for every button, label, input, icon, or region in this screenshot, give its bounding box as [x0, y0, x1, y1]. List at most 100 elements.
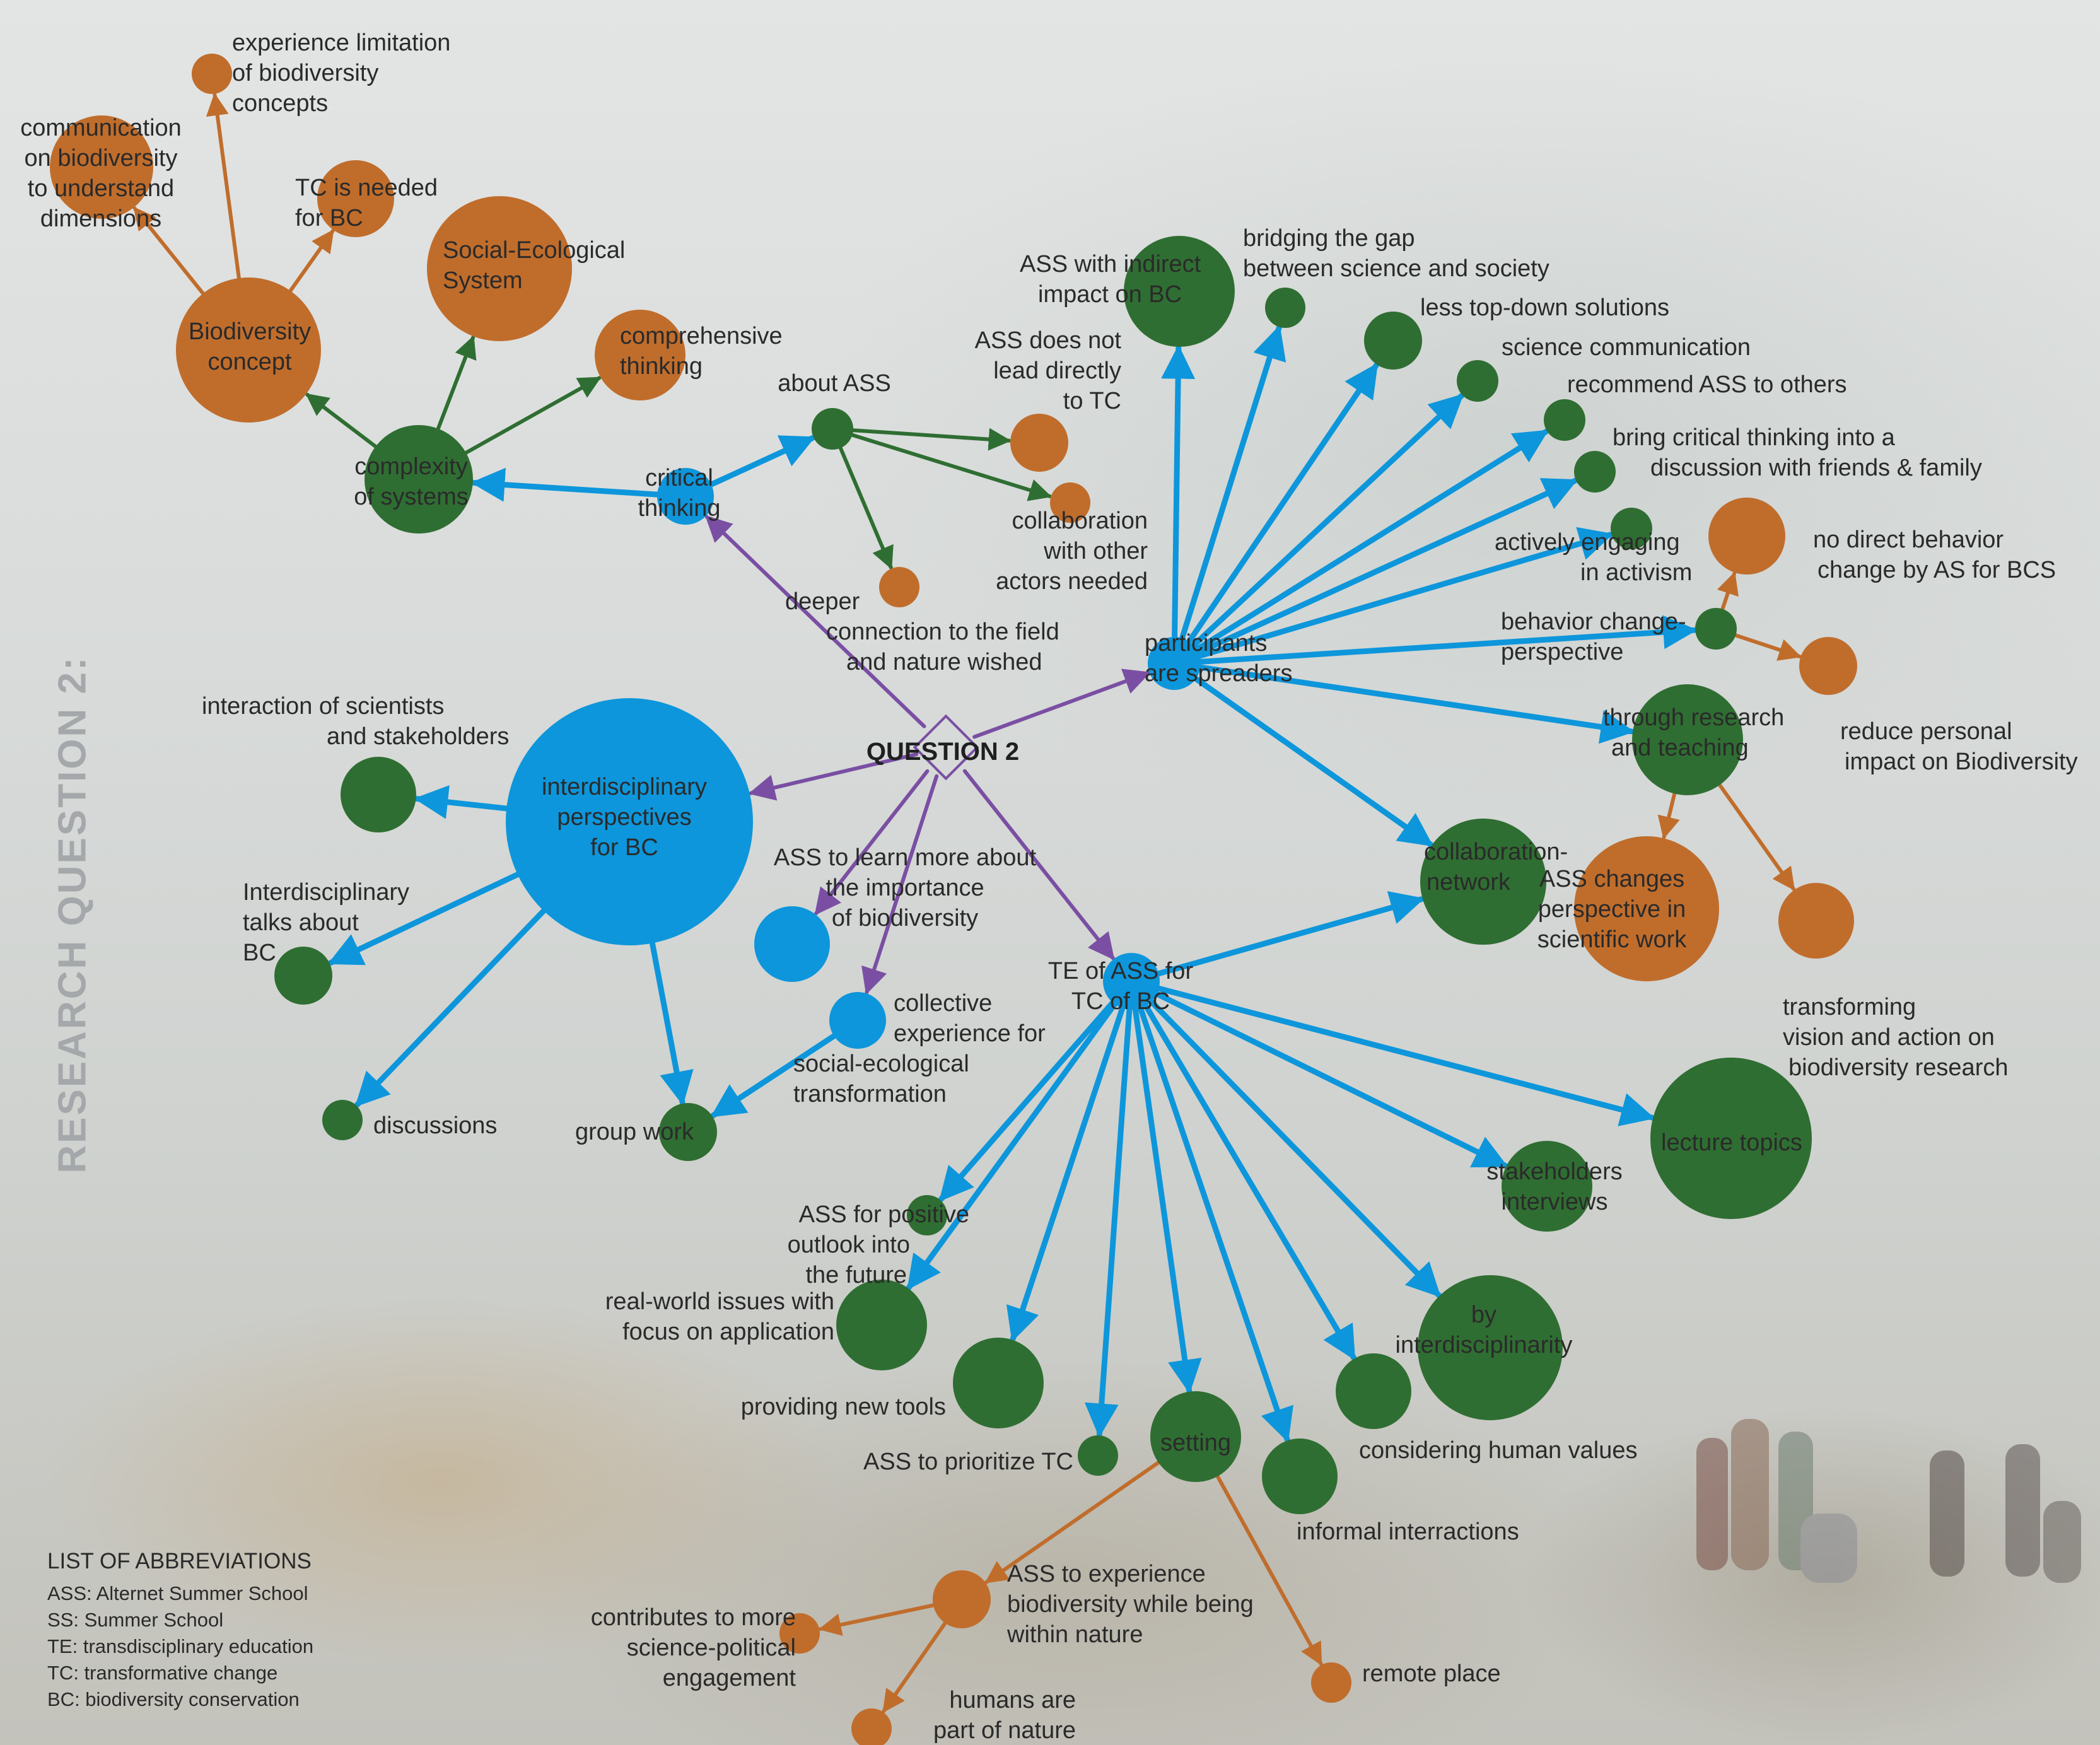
node-complexity	[365, 425, 473, 534]
node-label-collabnet: collaboration-network	[1424, 839, 1568, 896]
node-label-line: interdisciplinarity	[1396, 1332, 1573, 1358]
node-label-line: actively engaging	[1495, 529, 1680, 556]
node-label-line: scientific work	[1537, 926, 1687, 953]
node-label-deeper: deeper connection to the field and nature …	[785, 588, 1059, 675]
node-commbio	[50, 115, 153, 219]
node-collabactors	[1050, 482, 1090, 523]
edge-spreaders-to-activism	[1196, 527, 1614, 659]
edge-setting-to-remote	[1215, 1474, 1323, 1666]
edge-complexity-to-ses	[436, 335, 477, 431]
edge-te-to-collabnet	[1155, 891, 1425, 977]
node-label-line: ASS to experience	[1007, 1561, 1206, 1587]
node-label-line: for BC	[590, 834, 658, 861]
edge-interdisc-to-talks	[327, 872, 521, 966]
node-label-line: participants	[1145, 630, 1267, 657]
abbreviation-list: LIST OF ABBREVIATIONS ASS: Alternet Summ…	[47, 1549, 313, 1713]
edge-behavior-to-reduce	[1734, 633, 1802, 661]
node-label-line: contributes to more	[591, 1604, 796, 1631]
node-label-line: collective	[894, 990, 992, 1017]
edge-spreaders-to-gap	[1179, 325, 1286, 641]
node-label-line: group work	[575, 1119, 694, 1145]
node-realworld	[836, 1280, 927, 1370]
node-label-line: the importance	[825, 875, 984, 901]
node-label-line: lead directly	[993, 358, 1121, 384]
node-topdown	[1364, 312, 1422, 370]
node-label-line: real-world issues with	[605, 1288, 834, 1315]
abbreviation-item: BC: biodiversity conservation	[47, 1688, 300, 1710]
node-label-line: reduce personal	[1840, 718, 2012, 745]
node-label-behavior: behavior change-perspective	[1501, 609, 1686, 665]
node-label-line: System	[443, 267, 523, 294]
node-label-line: and nature wished	[846, 649, 1042, 675]
abbreviation-title: LIST OF ABBREVIATIONS	[47, 1549, 312, 1573]
node-label-line: connection to the field	[826, 619, 1059, 645]
edge-te-to-realworld	[906, 1001, 1118, 1290]
node-label-line: of systems	[354, 484, 469, 510]
nodes-layer	[50, 54, 1857, 1745]
edge-research-to-changesperspective	[1657, 791, 1680, 839]
node-recommend	[1544, 399, 1585, 441]
node-label-line: collaboration-	[1424, 839, 1568, 865]
node-transforming	[1778, 883, 1854, 959]
node-label-line: deeper	[785, 588, 860, 615]
node-label-line: ASS to learn more about	[774, 844, 1037, 871]
edge-te-to-byinter	[1148, 998, 1442, 1298]
node-label-line: TE of ASS for	[1048, 958, 1194, 984]
node-explimit	[192, 54, 232, 94]
node-lecture	[1650, 1058, 1812, 1219]
node-label-line: communication	[20, 115, 182, 141]
edge-biodivconcept-to-explimit	[206, 93, 241, 280]
node-positive	[907, 1195, 947, 1235]
node-label-topdown: less top-down solutions	[1420, 295, 1669, 321]
edge-research-to-transforming	[1717, 783, 1796, 891]
node-label-line: about ASS	[778, 370, 891, 397]
node-label-line: less top-down solutions	[1420, 295, 1669, 321]
edge-te-to-setting	[1132, 1007, 1202, 1394]
node-label-line: engagement	[663, 1665, 796, 1691]
edge-spreaders-to-bringcrit	[1195, 478, 1578, 656]
node-notleadtc	[1010, 414, 1068, 472]
node-te	[1103, 953, 1160, 1010]
node-label-line: biodiversity while being	[1007, 1591, 1254, 1618]
node-label-line: perspective	[1501, 639, 1623, 665]
node-label-bringcrit: bring critical thinking into a discussion…	[1613, 424, 1982, 481]
abbreviation-item: TE: transdisciplinary education	[47, 1635, 314, 1657]
edge-te-to-stakeholders	[1153, 991, 1508, 1169]
node-label-line: for BC	[295, 205, 363, 231]
node-humans	[851, 1708, 892, 1745]
node-label-experiencebio: ASS to experience biodiversity while bein…	[1006, 1561, 1254, 1648]
edge-te-to-prioritize	[1084, 1007, 1133, 1438]
node-label-line: interdisciplinary	[542, 774, 707, 800]
node-label-line: science communication	[1502, 334, 1751, 361]
node-byinter	[1418, 1275, 1563, 1420]
node-label-line: dimensions	[40, 206, 161, 232]
node-label-line: discussion with friends & family	[1650, 455, 1982, 481]
node-spreaders	[1148, 637, 1201, 690]
node-learnmore	[754, 906, 830, 982]
node-remote	[1311, 1662, 1351, 1703]
node-label-line: bring critical thinking into a	[1613, 424, 1896, 451]
node-humanvalues	[1336, 1353, 1411, 1429]
node-label-line: interaction of scientists	[202, 693, 444, 720]
edge-collective-to-groupwork	[710, 1033, 837, 1119]
node-deeper	[879, 567, 919, 607]
node-interact	[341, 757, 416, 832]
edge-complexity-to-comprehensive	[464, 376, 602, 455]
node-label-line: biodiversity research	[1788, 1054, 2008, 1081]
node-label-line: bridging the gap	[1243, 225, 1415, 252]
node-label-line: science-political	[627, 1635, 796, 1661]
edge-setting-to-experiencebio	[984, 1461, 1160, 1584]
node-label-line: transformation	[793, 1081, 947, 1107]
